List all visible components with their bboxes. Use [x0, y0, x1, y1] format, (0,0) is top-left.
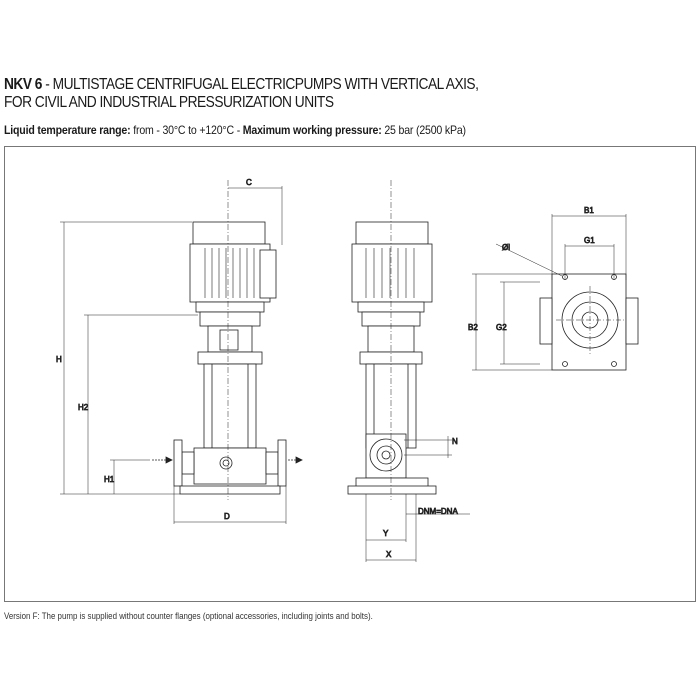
footnote: Version F: The pump is supplied without …	[4, 611, 373, 621]
dim-b1-label: B1	[584, 206, 594, 215]
dim-c-label: C	[246, 178, 252, 187]
drawing-frame	[4, 146, 696, 602]
dim-g2-label: G2	[496, 323, 507, 332]
dim-dnm-label: DNM=DNA	[418, 507, 458, 516]
dim-y-label: Y	[383, 529, 389, 538]
title-line-1: MULTISTAGE CENTRIFUGAL ELECTRICPUMPS WIT…	[52, 76, 479, 93]
side-view	[347, 180, 470, 562]
dim-g1-label: G1	[584, 236, 595, 245]
dim-b2-label: B2	[468, 323, 478, 332]
dim-h1-label: H1	[104, 475, 115, 484]
front-view	[60, 180, 303, 524]
title-separator: -	[41, 76, 53, 93]
dim-h-label: H	[56, 355, 62, 364]
temp-value: from - 30°C to +120°C -	[130, 123, 243, 137]
title-line-2: FOR CIVIL AND INDUSTRIAL PRESSURIZATION …	[4, 94, 334, 111]
dim-hole-label: Øl	[502, 243, 510, 252]
page-title: NKV 6 - MULTISTAGE CENTRIFUGAL ELECTRICP…	[4, 76, 597, 112]
pressure-label: Maximum working pressure:	[242, 123, 382, 137]
dim-h2-label: H2	[78, 403, 89, 412]
temp-label: Liquid temperature range:	[4, 123, 131, 137]
model-name: NKV 6	[4, 76, 42, 93]
dim-d-label: D	[224, 512, 230, 521]
spec-line: Liquid temperature range: from - 30°C to…	[4, 123, 620, 137]
top-view	[472, 214, 639, 371]
dim-x-label: X	[386, 550, 392, 559]
pressure-value: 25 bar (2500 kPa)	[381, 123, 466, 137]
dim-n-label: N	[452, 437, 458, 446]
